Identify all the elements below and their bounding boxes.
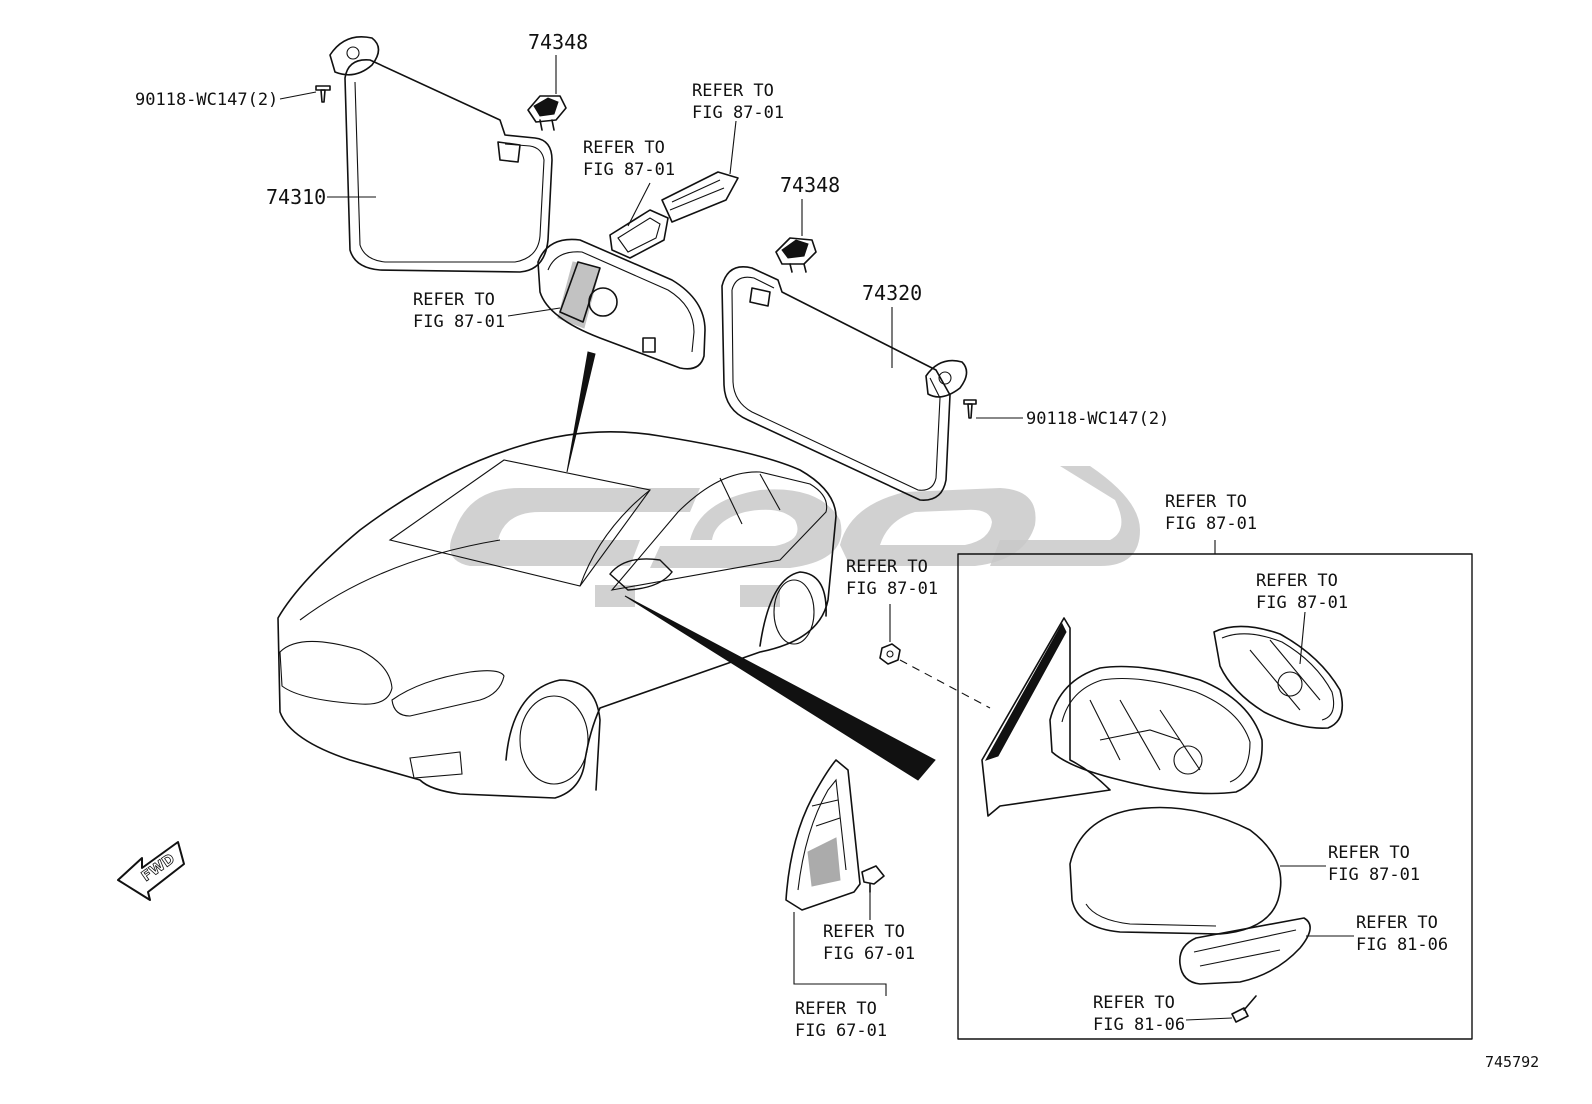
refer-cap-l1: REFER TO	[1328, 843, 1410, 863]
mirror-glass[interactable]	[1213, 625, 1344, 729]
refer-cap-l2: FIG 87-01	[1328, 865, 1420, 885]
refer-glass-l1: REFER TO	[1256, 571, 1338, 591]
refer-cover-mid-l1: REFER TO	[583, 138, 665, 158]
visor-clip-left[interactable]	[527, 95, 567, 131]
visor-left-label: 74310	[266, 185, 326, 209]
visor-clip-right[interactable]	[775, 237, 817, 273]
outside-mirror-detail-box	[957, 553, 1473, 1040]
garnish-clip-icon	[861, 865, 885, 893]
refer-cover-mid-l2: FIG 87-01	[583, 160, 675, 180]
mirror-cover-front[interactable]	[609, 209, 669, 259]
sun-visor-right[interactable]	[721, 266, 951, 501]
refer-cover-top-l2: FIG 87-01	[692, 103, 784, 123]
refer-mirror-l2: FIG 87-01	[413, 312, 505, 332]
refer-nut-l2: FIG 87-01	[846, 579, 938, 599]
refer-mirror-l1: REFER TO	[413, 290, 495, 310]
sun-visor-left[interactable]	[344, 59, 553, 273]
visor-right-label: 74320	[862, 281, 922, 305]
screw-right-label: 90118-WC147(2)	[1026, 409, 1169, 429]
vehicle-outline	[277, 430, 837, 799]
refer-clip-l2: FIG 67-01	[823, 944, 915, 964]
refer-screw-l1: REFER TO	[1093, 993, 1175, 1013]
refer-screw-l2: FIG 81-06	[1093, 1015, 1185, 1035]
refer-box-l2: FIG 87-01	[1165, 514, 1257, 534]
screw-left-icon	[315, 85, 331, 103]
refer-box-l1: REFER TO	[1165, 492, 1247, 512]
rear-view-mirror[interactable]	[537, 238, 706, 370]
mirror-cap[interactable]	[1069, 806, 1282, 935]
refer-signal-l2: FIG 81-06	[1356, 935, 1448, 955]
clip-right-label: 74348	[780, 173, 840, 197]
fwd-arrow-icon: FWD	[117, 841, 185, 901]
door-garnish[interactable]	[785, 759, 861, 911]
refer-glass-l2: FIG 87-01	[1256, 593, 1348, 613]
mirror-base[interactable]	[981, 617, 1111, 817]
mirror-housing[interactable]	[1049, 665, 1263, 795]
refer-signal-l1: REFER TO	[1356, 913, 1438, 933]
watermark-logo	[450, 466, 1140, 607]
clip-left-label: 74348	[528, 30, 588, 54]
refer-nut-l1: REFER TO	[846, 557, 928, 577]
visor-bracket-right	[925, 359, 968, 398]
signal-screw-icon	[1231, 995, 1257, 1023]
mirror-cover-rear[interactable]	[661, 171, 739, 223]
refer-garnish-l1: REFER TO	[795, 999, 877, 1019]
screw-left-label: 90118-WC147(2)	[135, 90, 278, 110]
visor-bracket-left	[329, 36, 380, 76]
refer-clip-l1: REFER TO	[823, 922, 905, 942]
turn-signal-lamp[interactable]	[1179, 917, 1311, 985]
diagram-number: 745792	[1485, 1053, 1539, 1071]
refer-garnish-l2: FIG 67-01	[795, 1021, 887, 1041]
screw-right-icon	[963, 399, 977, 419]
mirror-nut-icon	[879, 643, 901, 665]
refer-cover-top-l1: REFER TO	[692, 81, 774, 101]
